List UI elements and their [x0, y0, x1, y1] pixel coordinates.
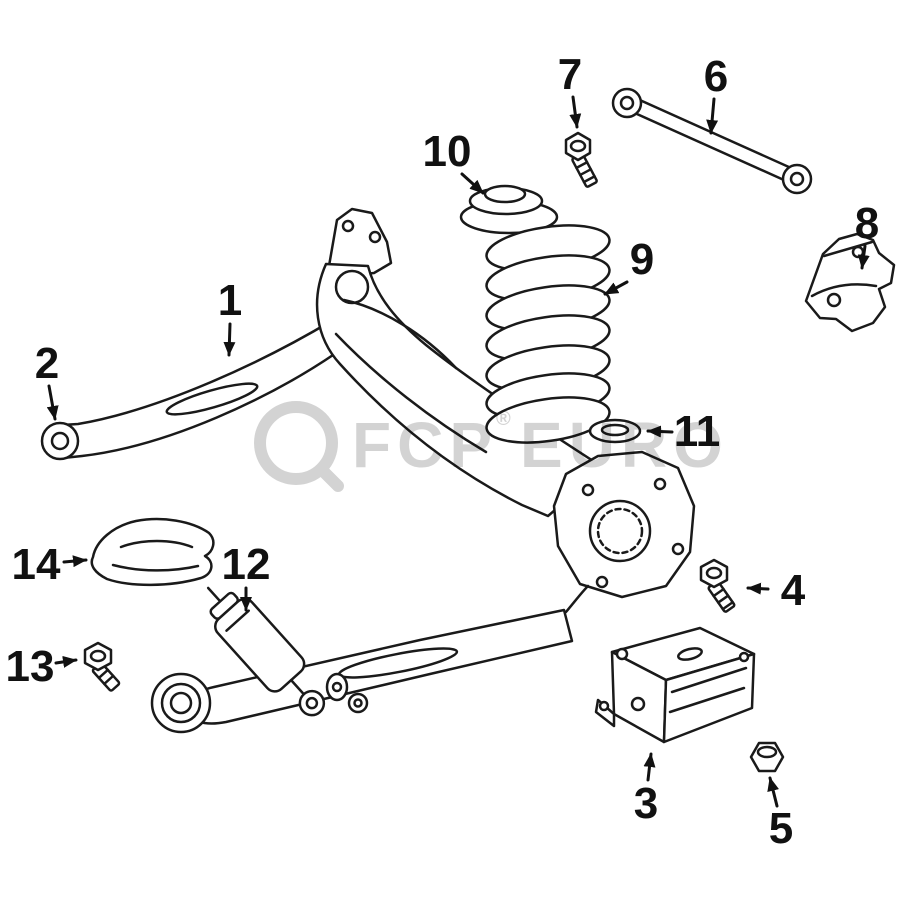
callout-12: 12: [222, 540, 271, 612]
callout-4-label: 4: [781, 566, 806, 615]
watermark: FCP ® EURO: [254, 401, 729, 492]
callout-10: 10: [423, 127, 485, 195]
callout-9-label: 9: [630, 235, 654, 284]
watermark-logo-icon: [254, 401, 338, 485]
lateral-link-rod: [611, 87, 813, 195]
callout-14-label: 14: [12, 540, 61, 589]
callout-10-label: 10: [423, 127, 472, 176]
callout-14: 14: [12, 540, 88, 589]
callout-4: 4: [746, 566, 806, 615]
callout-3-label: 3: [634, 779, 658, 828]
callout-2: 2: [35, 339, 59, 421]
watermark-text-fcp: FCP: [352, 409, 498, 481]
bolt-13: [83, 641, 121, 692]
mounting-bracket-8: [804, 232, 896, 333]
watermark-reg-symbol: ®: [496, 408, 511, 430]
callout-1: 1: [218, 276, 242, 357]
callout-8-label: 8: [855, 199, 879, 248]
callout-12-label: 12: [222, 540, 271, 589]
callout-5-label: 5: [769, 804, 793, 853]
callout-13-label: 13: [6, 642, 55, 691]
callout-9: 9: [603, 235, 654, 296]
upper-trailing-arm: [40, 318, 351, 461]
watermark-text-euro: EURO: [520, 409, 729, 481]
callout-11-label: 11: [674, 407, 721, 456]
coil-spring: [485, 224, 611, 444]
callout-5: 5: [767, 776, 793, 853]
callout-6-label: 6: [704, 52, 728, 101]
bolt-4: [699, 558, 736, 613]
bolt-7: [564, 131, 598, 188]
callout-6: 6: [704, 52, 728, 135]
callout-13: 13: [6, 642, 78, 691]
heat-shield-cover: [90, 517, 215, 587]
spring-seat: [459, 184, 559, 235]
mount-bracket-3: [594, 626, 756, 744]
axle-beam-assembly: [40, 207, 696, 734]
spindle-plate: [552, 450, 696, 614]
callout-11: 11: [646, 407, 721, 456]
shock-mount-bushings: [325, 672, 369, 714]
callout-1-label: 1: [218, 276, 242, 325]
callout-8: 8: [855, 199, 879, 270]
shock-absorber: [206, 586, 326, 717]
nut-5: [749, 741, 785, 773]
spring-isolator: [588, 418, 642, 444]
callout-2-label: 2: [35, 339, 59, 388]
callouts: 1 2 3 4 5 6 7 8: [6, 50, 880, 853]
callout-7-label: 7: [558, 50, 582, 99]
callout-7: 7: [558, 50, 582, 129]
callout-3: 3: [634, 752, 658, 828]
crossmember-panel: [315, 262, 606, 518]
